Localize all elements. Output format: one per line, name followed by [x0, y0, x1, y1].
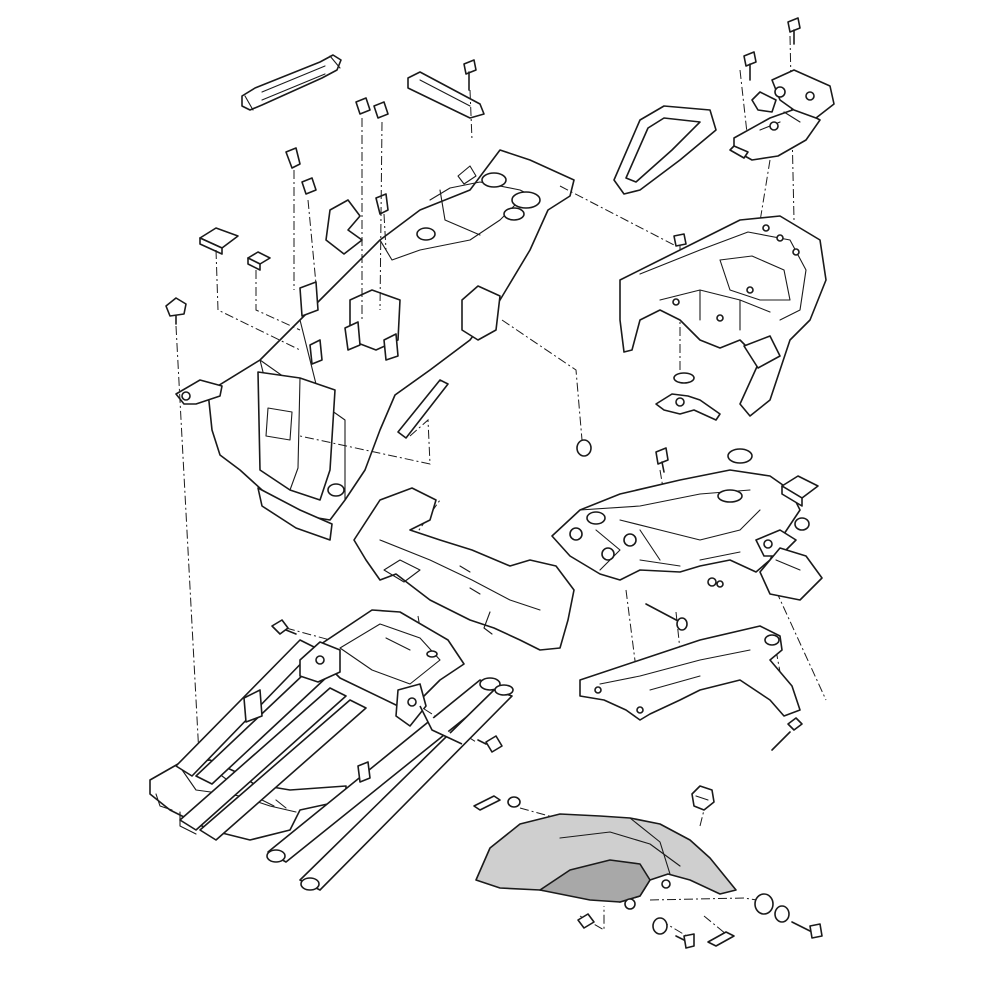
rear-fender-housing	[551, 469, 801, 581]
cap-round	[727, 448, 753, 464]
bolt-cowl-left	[743, 51, 757, 81]
trim-clip-left	[165, 297, 187, 325]
reflector-tab	[759, 547, 823, 601]
reflector-small	[707, 931, 735, 947]
bolt-top-center	[463, 59, 477, 91]
bolt-right	[791, 921, 823, 939]
seat-cowl-bracket	[729, 69, 835, 161]
bolt-subframe-right	[477, 735, 503, 753]
bolt-bottom	[675, 933, 695, 949]
grommet-tail	[673, 372, 695, 384]
rubber-pad-small	[247, 251, 271, 271]
rubber-block	[781, 475, 819, 507]
wire-clip	[691, 785, 715, 811]
bolt-cowl-top	[787, 17, 801, 45]
screw-bracket	[771, 717, 803, 751]
license-plate-bracket	[579, 625, 801, 721]
seat-lock-cable	[655, 393, 721, 421]
battery-strap	[241, 54, 342, 111]
tail-cowl-frame	[619, 215, 827, 417]
bushing-bottom-left	[577, 913, 595, 929]
clip-nut-pair	[355, 97, 389, 119]
clip-nut-left	[285, 147, 317, 195]
hugger-fender	[475, 813, 737, 910]
bracket-hook	[175, 379, 223, 405]
rubber-pad-large	[199, 227, 239, 255]
washer-top	[507, 796, 521, 808]
small-nut-housing	[707, 577, 724, 588]
grab-handle-loop	[613, 105, 717, 195]
bolt-subframe-left	[271, 619, 297, 635]
collar-housing	[794, 517, 810, 531]
spacer-right	[754, 893, 790, 923]
nut-tail-frame	[673, 233, 687, 247]
rear-subframe	[149, 609, 514, 891]
small-label-left	[473, 795, 501, 811]
clip-nut-center	[375, 193, 389, 215]
tail-grommet	[576, 439, 592, 457]
under-seat-cover	[353, 487, 575, 651]
rear-inner-fender-tray	[207, 149, 575, 541]
rubber-strip	[397, 379, 449, 439]
collar-bottom	[652, 917, 668, 935]
rivet-bracket	[645, 603, 688, 631]
bolt-housing	[655, 447, 669, 473]
seat-lock-bracket	[407, 71, 485, 119]
fender-side	[539, 859, 651, 903]
